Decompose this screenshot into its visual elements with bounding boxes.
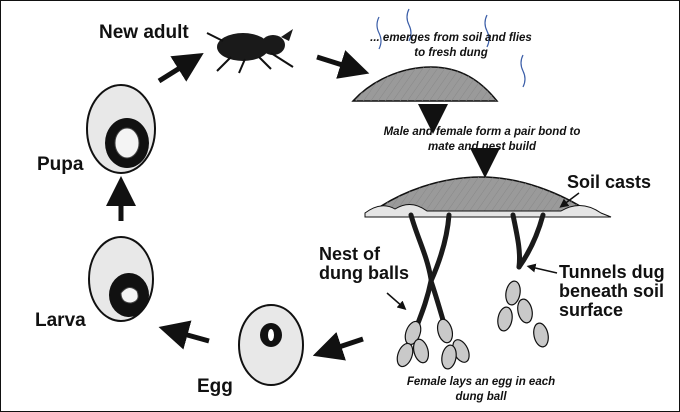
female-lays-caption: Female lays an egg in each dung ball [371, 375, 591, 405]
pair-bond-caption-line1: Male and female form a pair bond to [347, 125, 617, 140]
egg-brood-ball [239, 305, 303, 385]
emerges-caption-line1: ... emerges from soil and flies [331, 31, 571, 46]
pupa-brood-ball [87, 85, 155, 173]
female-lays-caption-line1: Female lays an egg in each [371, 375, 591, 390]
tunnels-label-line2: beneath soil [559, 282, 665, 301]
dung-balls [394, 280, 550, 370]
pair-bond-caption: Male and female form a pair bond to mate… [347, 125, 617, 155]
tunnels-label-line3: surface [559, 301, 665, 320]
egg-label: Egg [197, 377, 233, 397]
emerges-caption-line2: to fresh dung [331, 46, 571, 61]
larva-label: Larva [35, 311, 86, 331]
soil-casts-label: Soil casts [567, 173, 651, 192]
nest-label: Nest of dung balls [319, 245, 409, 283]
tunnels-label-line1: Tunnels dug [559, 263, 665, 282]
tunnels-label: Tunnels dug beneath soil surface [559, 263, 665, 320]
pair-bond-caption-line2: mate and nest build [347, 140, 617, 155]
larva-brood-ball [89, 237, 153, 321]
nest-label-line2: dung balls [319, 264, 409, 283]
emerges-caption: ... emerges from soil and flies to fresh… [331, 31, 571, 61]
new-adult-label: New adult [99, 23, 189, 43]
beetle-illustration [207, 29, 293, 73]
pupa-label: Pupa [37, 155, 83, 175]
nest-label-line1: Nest of [319, 245, 409, 264]
female-lays-caption-line2: dung ball [371, 390, 591, 405]
